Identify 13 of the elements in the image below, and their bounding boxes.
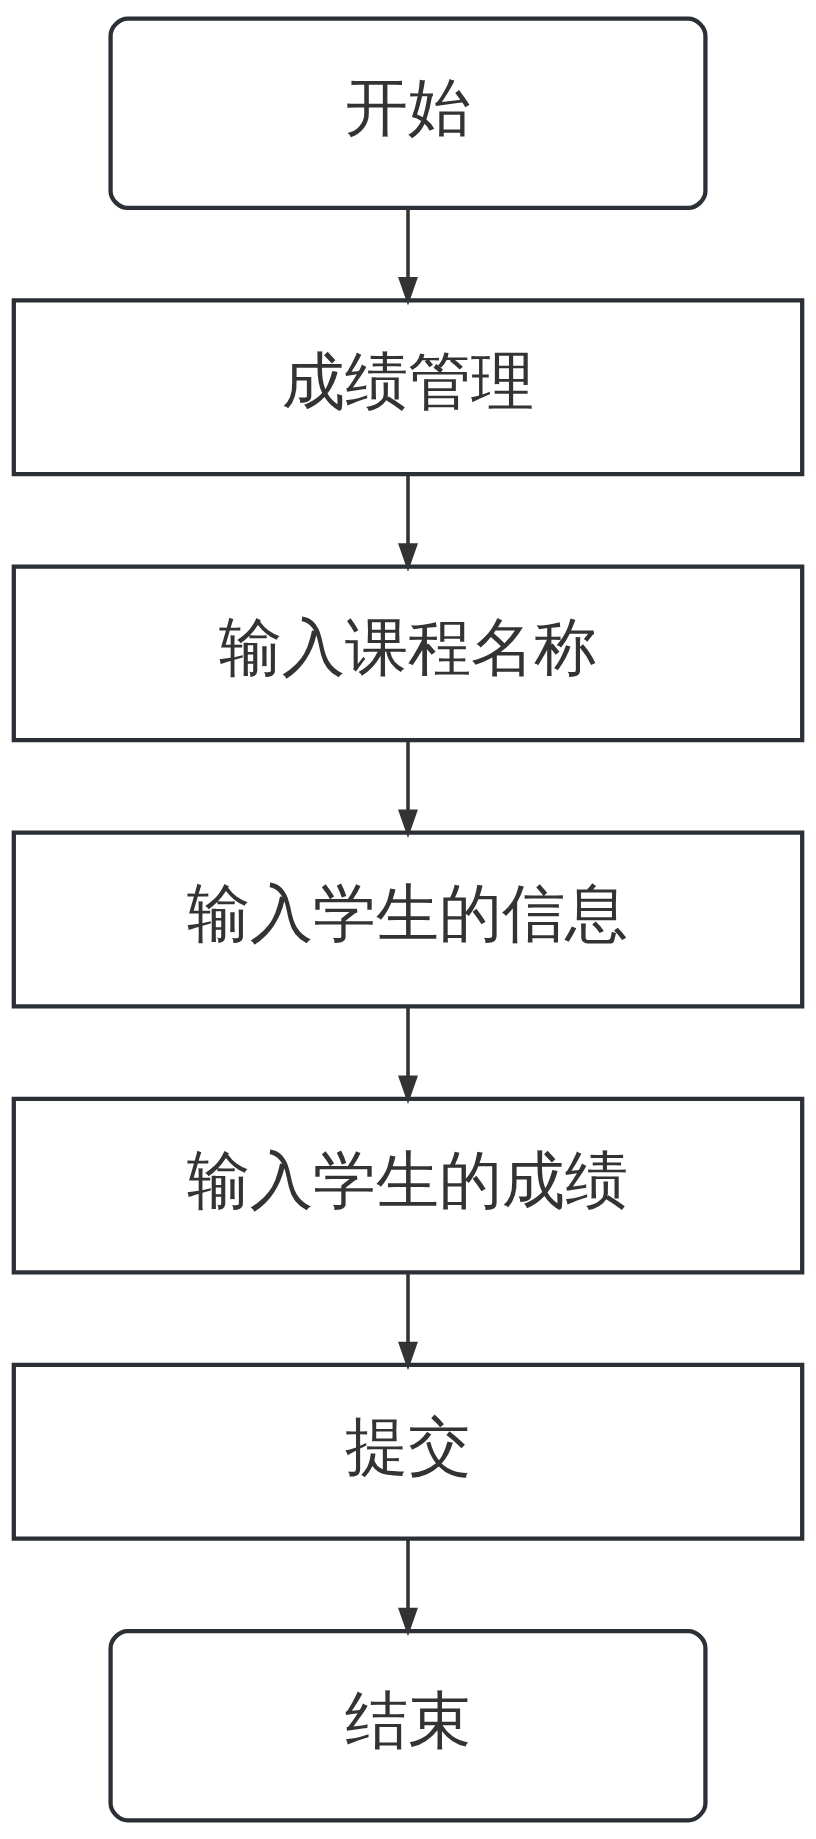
node-box: 成绩管理: [11, 298, 805, 477]
arrow: [398, 474, 418, 572]
node-box: 提交: [11, 1362, 805, 1541]
arrow: [398, 1538, 418, 1637]
node-box: 开始: [108, 16, 708, 211]
node-box: 输入学生的成绩: [11, 1096, 805, 1275]
node-box: 输入学生的信息: [11, 830, 805, 1009]
arrow: [398, 740, 418, 838]
arrow: [398, 208, 418, 306]
arrow: [398, 1272, 418, 1371]
node-box: 输入课程名称: [11, 564, 805, 743]
node-box: 结束: [108, 1628, 708, 1823]
arrow: [398, 1006, 418, 1105]
